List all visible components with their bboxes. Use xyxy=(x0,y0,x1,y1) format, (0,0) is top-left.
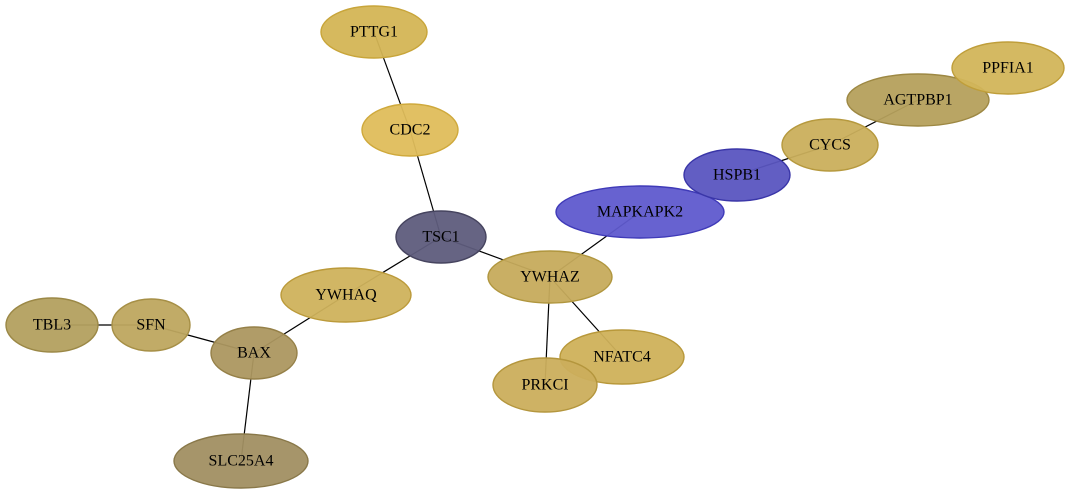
node-label-ywhaq: YWHAQ xyxy=(315,287,377,304)
node-agtpbp1[interactable]: AGTPBP1 xyxy=(846,73,990,127)
node-label-cycs: CYCS xyxy=(809,137,851,154)
node-prkci[interactable]: PRKCI xyxy=(492,357,598,413)
node-shape-cdc2[interactable] xyxy=(361,103,459,157)
node-sfn[interactable]: SFN xyxy=(111,298,191,352)
node-shape-ywhaz[interactable] xyxy=(487,250,613,304)
edges-layer xyxy=(52,31,919,462)
node-pttg1[interactable]: PTTG1 xyxy=(320,5,428,59)
node-ywhaq[interactable]: YWHAQ xyxy=(280,267,412,323)
node-shape-cycs[interactable] xyxy=(781,118,879,172)
node-label-pttg1: PTTG1 xyxy=(350,24,398,41)
node-shape-agtpbp1[interactable] xyxy=(846,73,990,127)
node-slc25a4[interactable]: SLC25A4 xyxy=(173,433,309,489)
node-shape-tsc1[interactable] xyxy=(395,210,487,264)
node-cycs[interactable]: CYCS xyxy=(781,118,879,172)
node-label-bax: BAX xyxy=(237,345,271,362)
node-label-nfatc4: NFATC4 xyxy=(593,349,651,366)
node-tsc1[interactable]: TSC1 xyxy=(395,210,487,264)
node-hspb1[interactable]: HSPB1 xyxy=(683,148,791,202)
node-tbl3[interactable]: TBL3 xyxy=(5,297,99,353)
node-label-ywhaz: YWHAZ xyxy=(520,269,580,286)
node-nfatc4[interactable]: NFATC4 xyxy=(559,329,685,385)
node-label-mapkapk2: MAPKAPK2 xyxy=(597,204,683,221)
node-shape-nfatc4[interactable] xyxy=(559,329,685,385)
node-shape-tbl3[interactable] xyxy=(5,297,99,353)
node-label-ppfia1: PPFIA1 xyxy=(982,60,1034,77)
node-label-slc25a4: SLC25A4 xyxy=(209,453,274,470)
node-label-sfn: SFN xyxy=(136,317,166,334)
node-label-hspb1: HSPB1 xyxy=(713,167,761,184)
node-ywhaz[interactable]: YWHAZ xyxy=(487,250,613,304)
node-shape-pttg1[interactable] xyxy=(320,5,428,59)
node-mapkapk2[interactable]: MAPKAPK2 xyxy=(555,185,725,239)
node-label-agtpbp1: AGTPBP1 xyxy=(883,92,952,109)
node-shape-bax[interactable] xyxy=(210,326,298,380)
node-ppfia1[interactable]: PPFIA1 xyxy=(951,41,1065,95)
node-cdc2[interactable]: CDC2 xyxy=(361,103,459,157)
node-label-cdc2: CDC2 xyxy=(390,122,431,139)
node-label-tsc1: TSC1 xyxy=(422,229,459,246)
node-shape-ywhaq[interactable] xyxy=(280,267,412,323)
node-label-tbl3: TBL3 xyxy=(33,317,71,334)
node-shape-sfn[interactable] xyxy=(111,298,191,352)
node-bax[interactable]: BAX xyxy=(210,326,298,380)
node-label-prkci: PRKCI xyxy=(521,377,568,394)
node-shape-mapkapk2[interactable] xyxy=(555,185,725,239)
node-shape-ppfia1[interactable] xyxy=(951,41,1065,95)
node-shape-slc25a4[interactable] xyxy=(173,433,309,489)
node-shape-prkci[interactable] xyxy=(492,357,598,413)
node-shape-hspb1[interactable] xyxy=(683,148,791,202)
